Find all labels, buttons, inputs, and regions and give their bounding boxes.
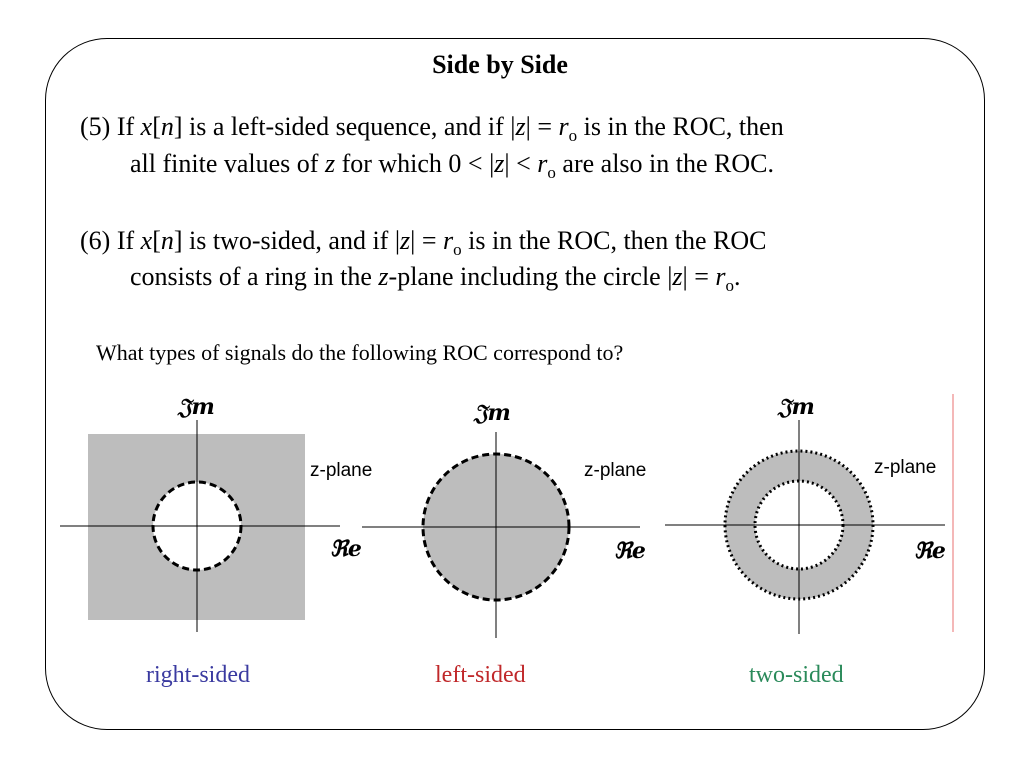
property-5-line-1: (5) If x[n] is a left-sided sequence, an… (80, 112, 784, 145)
z-plane-label: z-plane (310, 460, 372, 481)
slide-title: Side by Side (432, 50, 568, 79)
property-6-line-2: consists of a ring in the z-plane includ… (130, 262, 741, 295)
caption-two-sided: two-sided (749, 662, 844, 688)
caption-left-sided: left-sided (435, 662, 526, 688)
real-axis-label: ℜe (914, 538, 946, 564)
question-text: What types of signals do the following R… (96, 340, 624, 365)
caption-right-sided: right-sided (146, 662, 250, 688)
property-6-number: (6) (80, 226, 111, 255)
property-5-number: (5) (80, 112, 111, 141)
roc-diagram-two-sided: 𝔍m z-plane ℜe (665, 394, 954, 634)
z-plane-label: z-plane (874, 457, 936, 478)
property-6-line-1: (6) If x[n] is two-sided, and if |z| = r… (80, 226, 767, 259)
imag-axis-label: 𝔍m (177, 394, 215, 420)
imag-axis-label: 𝔍m (473, 400, 511, 426)
roc-diagram-left-sided: 𝔍m z-plane ℜe (362, 400, 646, 638)
roc-region-ring (725, 451, 873, 599)
roc-diagrams: 𝔍m z-plane ℜe 𝔍m z-plane ℜe 𝔍m z-plane ℜ… (60, 394, 954, 638)
z-plane-label: z-plane (584, 460, 646, 481)
real-axis-label: ℜe (330, 536, 362, 562)
property-5-line-2: all finite values of z for which 0 < |z|… (130, 149, 774, 182)
roc-diagram-right-sided: 𝔍m z-plane ℜe (60, 394, 372, 632)
slide-frame (45, 38, 985, 730)
imag-axis-label: 𝔍m (777, 394, 815, 420)
real-axis-label: ℜe (614, 538, 646, 564)
